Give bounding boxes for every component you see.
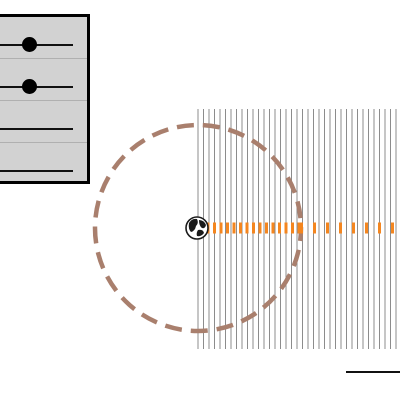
slider-knob[interactable]: [21, 37, 37, 52]
slider-2[interactable]: [0, 59, 87, 101]
slider-track[interactable]: [0, 128, 73, 130]
slider-track[interactable]: [0, 44, 73, 46]
slider-1[interactable]: [0, 17, 87, 59]
control-panel: [0, 14, 90, 184]
scale-bar: [346, 371, 400, 373]
globe-icon[interactable]: [185, 216, 209, 240]
slider-3[interactable]: [0, 101, 87, 143]
slider-knob[interactable]: [21, 79, 37, 94]
slider-track[interactable]: [0, 170, 73, 172]
slider-track[interactable]: [0, 86, 73, 88]
slider-4[interactable]: [0, 143, 87, 185]
